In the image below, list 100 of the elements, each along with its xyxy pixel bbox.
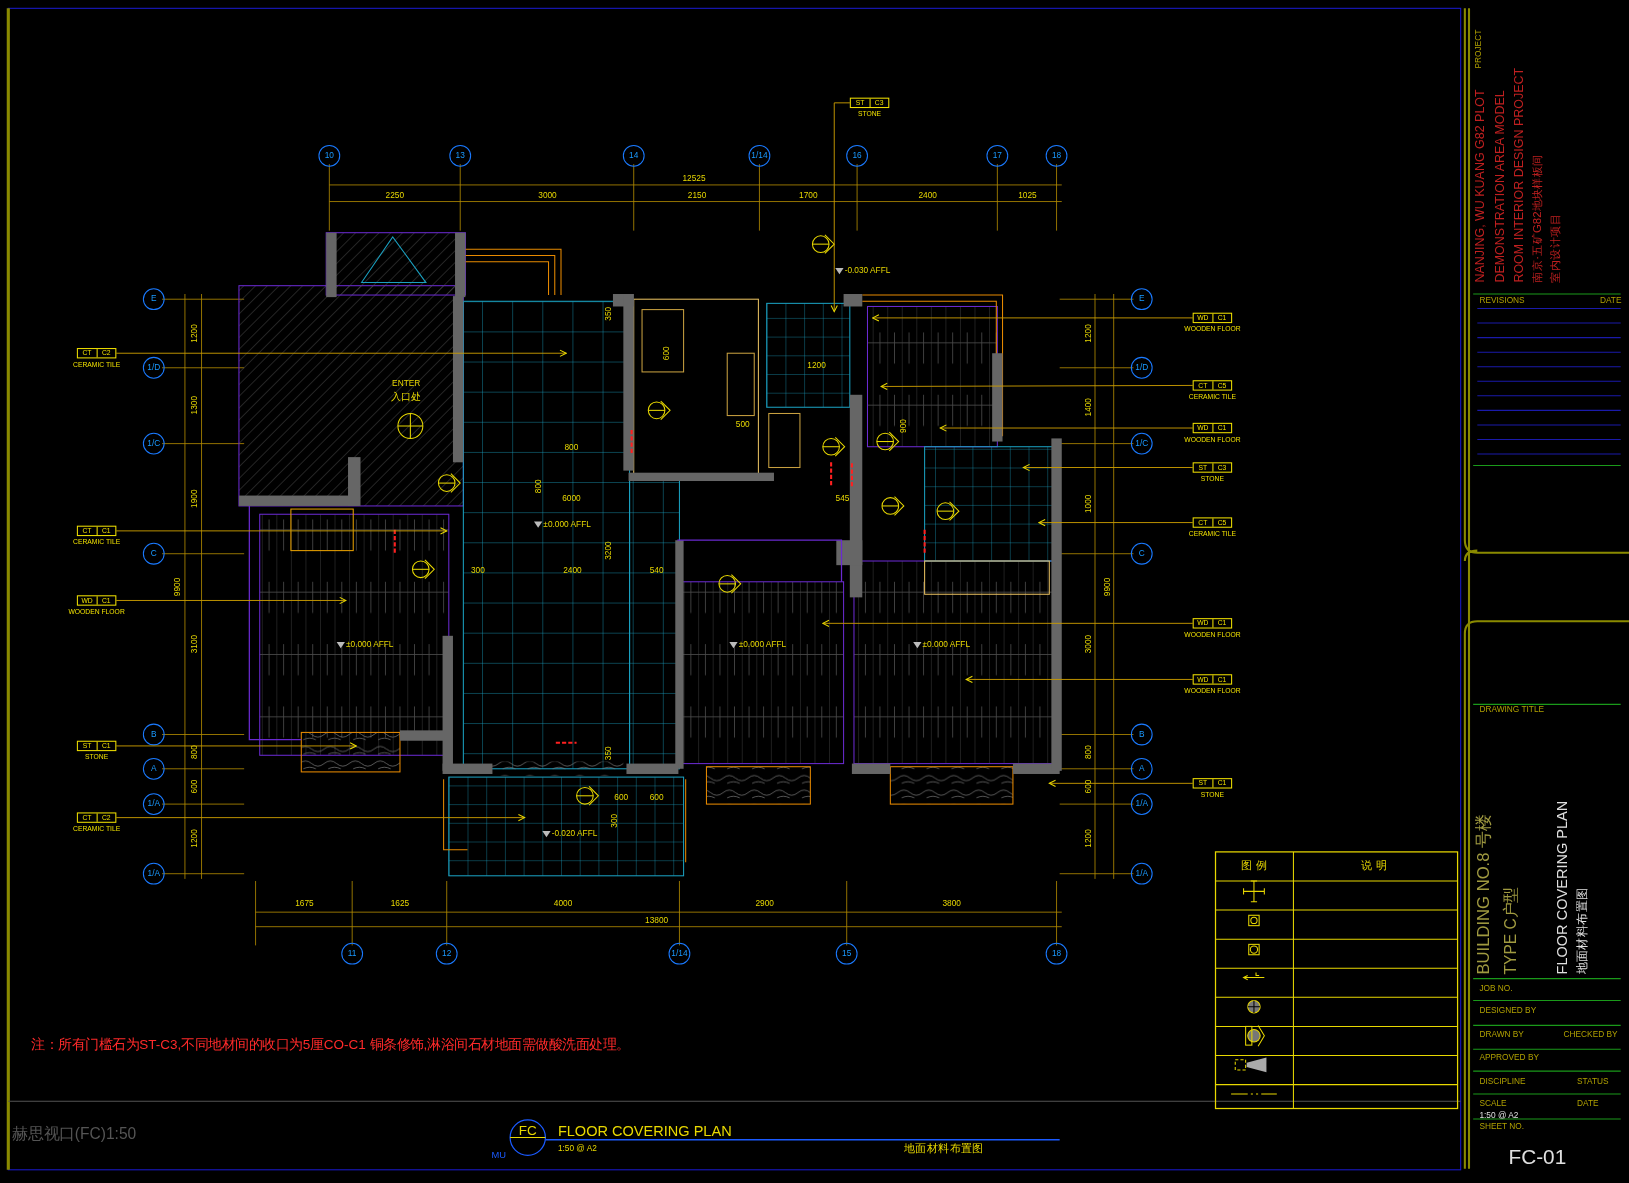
grid-label: 12	[442, 949, 452, 958]
title-block-label: DRAWN BY	[1479, 1030, 1524, 1039]
table-header: 图 例	[1240, 859, 1267, 872]
title-block-label: DRAWING TITLE	[1479, 705, 1545, 714]
dimension-text: 2900	[755, 899, 774, 908]
dimension-text: 3800	[942, 899, 961, 908]
dimension-text: 1200	[191, 324, 200, 343]
drawing-title: FLOOR COVERING PLAN	[1554, 800, 1569, 975]
drawing-title: TYPE C户型	[1502, 887, 1518, 975]
title-block-label: DISCIPLINE	[1479, 1077, 1526, 1086]
dimension-text: 1300	[191, 395, 200, 415]
viewport-label: 赫思视口(FC)1:50	[12, 1125, 137, 1141]
grid-label: E	[1139, 295, 1145, 304]
grid-label: 1/D	[147, 363, 161, 372]
grid-label: 15	[842, 949, 852, 958]
drawing-title: BUILDING NO.8 号楼	[1475, 814, 1492, 975]
dimension-text: 300	[470, 567, 485, 576]
table-header: 说 明	[1361, 859, 1388, 872]
grid-label: 18	[1051, 949, 1062, 958]
dimension-text: 540	[649, 567, 664, 576]
grid-label: C	[150, 549, 157, 558]
dimension-text: 6000	[562, 494, 581, 503]
elevation-text: ±0.000 AFFL	[738, 641, 787, 650]
dimension-text: 4000	[553, 899, 573, 908]
grid-label: C	[1138, 549, 1145, 558]
dimension-text: 2400	[918, 192, 937, 201]
drawing-title: FLOOR COVERING PLAN	[557, 1123, 732, 1138]
elevation-text: ±0.000 AFFL	[543, 520, 591, 529]
title-block-label: PROJECT	[1475, 29, 1484, 69]
grid-label: 11	[347, 949, 357, 958]
dimension-text: 9900	[173, 577, 182, 597]
grid-label: 1/14	[751, 151, 768, 160]
drawing-code: MU	[491, 1150, 506, 1160]
room-label: 入口处	[390, 391, 422, 403]
grid-label: 10	[324, 151, 334, 160]
grid-label: 1/A	[147, 799, 160, 809]
project-name: NANJING, WU KUANG G82 PLOT	[1473, 89, 1486, 283]
title-block-label: REVISIONS	[1479, 297, 1525, 306]
grid-label: A	[151, 764, 157, 773]
elevation-text: -0.030 AFFL	[844, 267, 891, 276]
dimension-text: 800	[191, 745, 200, 760]
title-block-label: JOB NO.	[1479, 984, 1513, 994]
dimension-text: 800	[564, 443, 579, 452]
grid-label: 18	[1051, 151, 1062, 160]
dimension-text: 2400	[563, 567, 582, 576]
dimension-text: 600	[191, 779, 200, 794]
elevation-text: ±0.000 AFFL	[345, 641, 394, 650]
title-block-label: CHECKED BY	[1563, 1030, 1618, 1039]
dimension-text: 1675	[295, 899, 314, 908]
dimension-text: 600	[1084, 779, 1093, 794]
dimension-text: 3100	[191, 634, 200, 654]
dimension-text: 900	[899, 419, 908, 433]
dimension-text: 350	[604, 306, 613, 321]
note-text: 注：所有门槛石为ST-C3,不同地材间的收口为5厘CO-C1 铜条修饰,淋浴间石材地面需做酸洗面处理。	[31, 1037, 630, 1052]
dimension-text: 13800	[645, 916, 669, 925]
title-block-label: DATE	[1577, 1100, 1599, 1109]
drawing-subtitle: 地面材料布置图	[903, 1142, 984, 1154]
dimension-text: 1200	[807, 361, 826, 370]
dimension-text: 2250	[385, 192, 405, 201]
dimension-text: 800	[535, 479, 544, 494]
dimension-text: 800	[1084, 745, 1093, 760]
project-name: 室内设计项目	[1550, 214, 1562, 283]
title-block-label: STATUS	[1577, 1077, 1609, 1086]
scale-text: 1:50 @ A2	[557, 1144, 597, 1154]
title-block-label: SCALE	[1479, 1100, 1507, 1109]
dimension-text: 12525	[682, 174, 706, 183]
dimension-text: 300	[610, 813, 620, 828]
grid-label: A	[1139, 764, 1145, 773]
dimension-text: 1900	[191, 489, 200, 508]
dimension-text: 3200	[604, 541, 613, 560]
dimension-text: 1200	[1084, 324, 1093, 343]
title-block-label: APPROVED BY	[1479, 1053, 1539, 1062]
grid-label: 17	[992, 151, 1002, 160]
grid-label: 1/A	[147, 869, 160, 878]
grid-label: 1/C	[147, 439, 161, 448]
project-name: 南京·五矿G82地块样板间	[1531, 154, 1543, 283]
dimension-text: 1000	[1084, 494, 1093, 514]
title-block-label: DESIGNED BY	[1479, 1006, 1537, 1015]
title-block-label: SHEET NO.	[1479, 1123, 1525, 1132]
grid-label: B	[1139, 730, 1145, 739]
dimension-text: 1025	[1018, 192, 1037, 201]
dimension-text: 500	[735, 420, 750, 430]
grid-label: 16	[852, 151, 862, 160]
dimension-text: 3000	[538, 192, 557, 201]
dimension-text: 600	[614, 793, 629, 803]
dimension-text: 1200	[191, 829, 200, 848]
drawing-code: FC	[518, 1123, 537, 1138]
dimension-text: 3000	[1084, 634, 1093, 654]
elevation-text: -0.020 AFFL	[551, 830, 598, 839]
grid-label: 1/C	[1135, 439, 1149, 448]
dimension-text: 545	[835, 494, 850, 503]
room-label: ENTER	[392, 380, 421, 389]
dimension-text: 1200	[1084, 829, 1093, 848]
dimension-text: 600	[649, 793, 664, 803]
dimension-text: 1700	[799, 192, 818, 201]
dimension-text: 350	[604, 746, 613, 761]
drawing-title: 地面材料布置图	[1576, 887, 1589, 975]
dimension-text: 9900	[1103, 577, 1112, 597]
grid-label: 1/D	[1135, 363, 1149, 372]
sheet-number: FC-01	[1508, 1145, 1567, 1167]
